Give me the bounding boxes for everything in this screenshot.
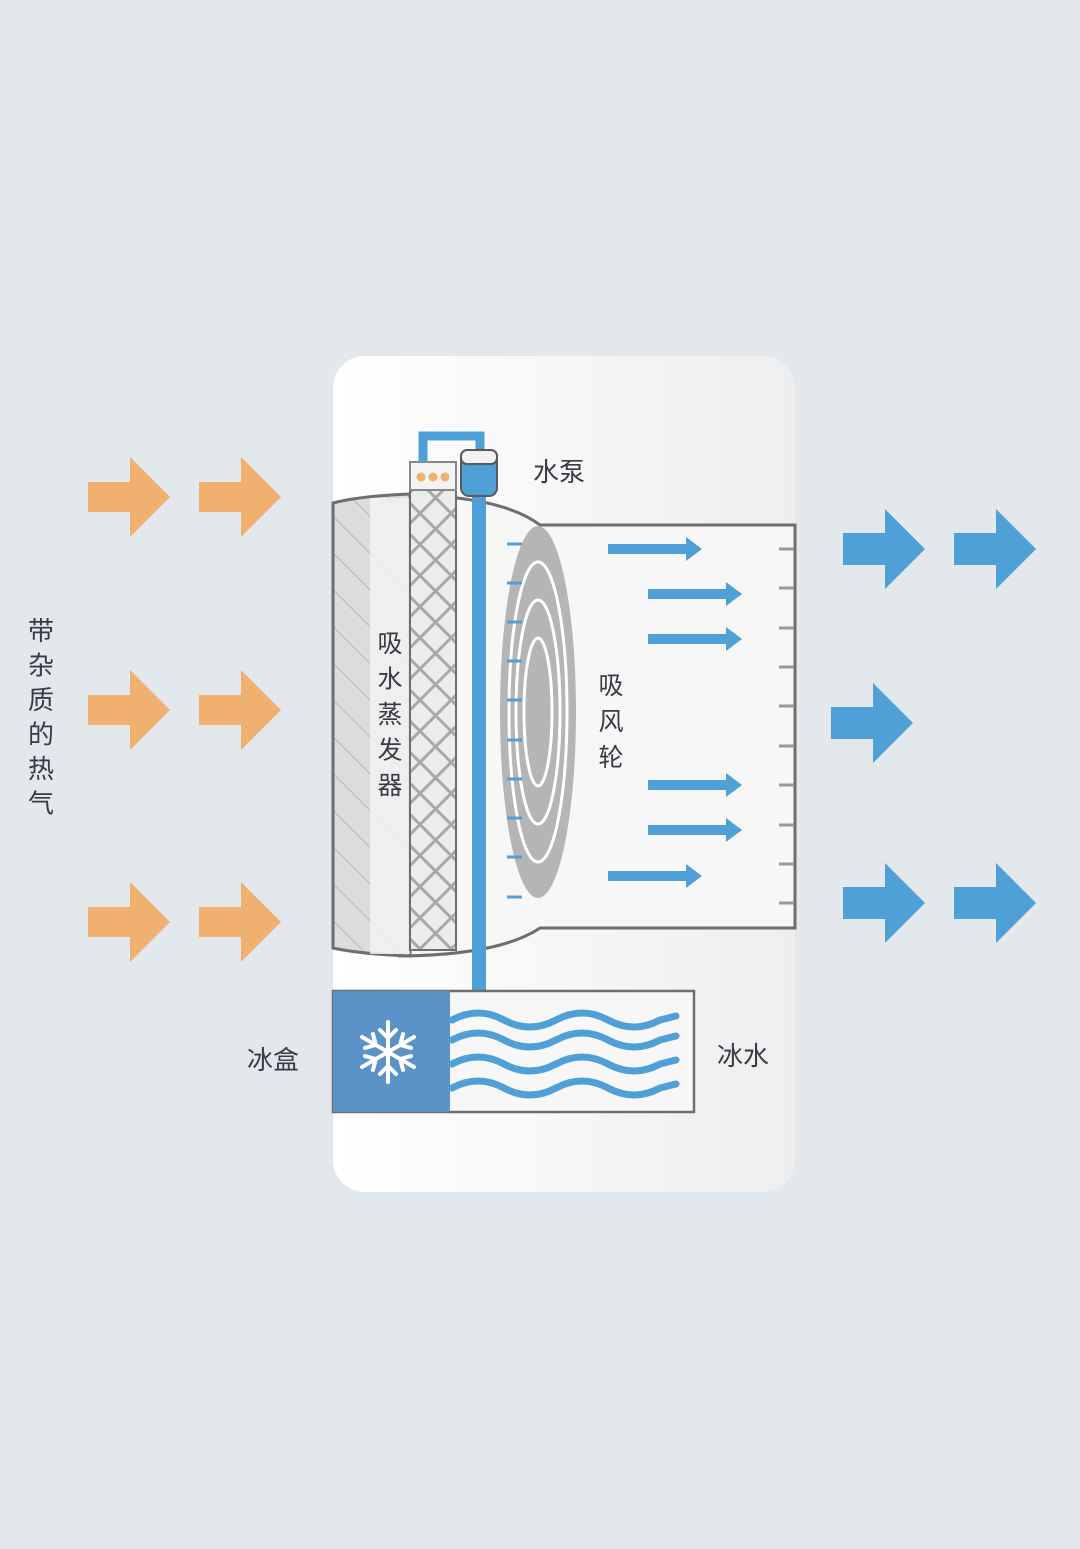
fan-ticks — [507, 542, 522, 899]
evaporator-indicator — [409, 461, 457, 491]
hot-air-arrow-icon — [199, 882, 281, 962]
hot-air-arrow-icon — [88, 670, 170, 750]
hot-air-arrow-icon — [88, 882, 170, 962]
hot-air-label: 带杂质的热气 — [28, 617, 54, 820]
fan-wheel — [500, 526, 576, 898]
hot-air-arrow-icon — [199, 670, 281, 750]
cool-air-arrows — [831, 509, 1036, 943]
water-pipe-down — [472, 492, 486, 1022]
hot-air-arrow-icon — [88, 457, 170, 537]
cool-air-arrow-icon — [843, 509, 925, 589]
ice-water-label: 冰水 — [717, 1042, 769, 1072]
air-duct — [398, 493, 797, 958]
three-dots-icon — [416, 472, 450, 482]
cool-air-arrow-icon — [954, 509, 1036, 589]
water-pump — [460, 449, 498, 497]
hot-air-arrow-icon — [199, 457, 281, 537]
hot-air-arrows — [88, 457, 281, 962]
water-waves — [448, 1009, 680, 1099]
snowflake-icon — [360, 1020, 416, 1084]
cool-air-arrow-icon — [843, 863, 925, 943]
evaporator-mesh — [409, 487, 457, 951]
cool-air-arrow-icon — [954, 863, 1036, 943]
evaporator-label: 吸水蒸发器 — [377, 629, 402, 800]
water-pipe — [418, 431, 485, 462]
fan-label: 吸风轮 — [598, 671, 623, 772]
pump-label: 水泵 — [533, 458, 585, 488]
outlet-grille — [779, 547, 794, 905]
ice-box-label: 冰盒 — [247, 1046, 299, 1076]
cool-air-arrow-icon — [831, 683, 913, 763]
evaporator-inner-band — [370, 498, 410, 954]
